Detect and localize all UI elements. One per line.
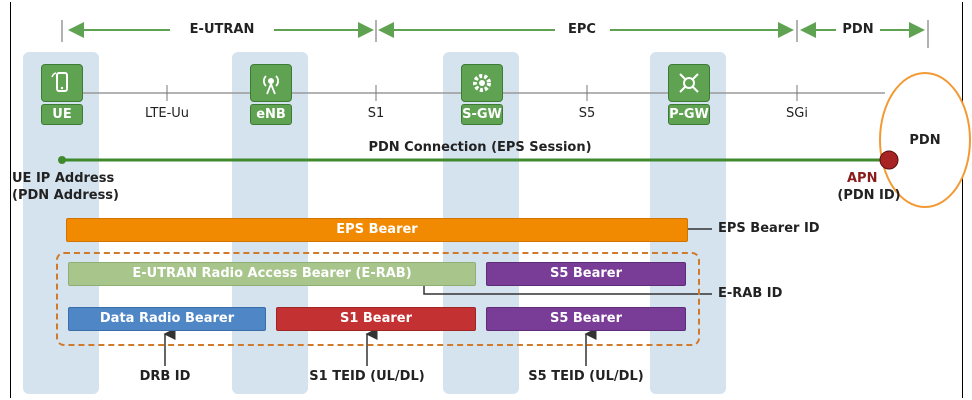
pdn-id-label: (PDN ID)	[837, 188, 901, 203]
erab-bearer: E-UTRAN Radio Access Bearer (E-RAB)	[68, 262, 476, 286]
interface-label-lte-uu: LTE-Uu	[144, 106, 190, 121]
section-label-eutran: E-UTRAN	[189, 22, 255, 37]
node-ue: UE	[41, 64, 83, 125]
section-label-pdn: PDN	[842, 22, 874, 37]
pdn-address-label: (PDN Address)	[12, 188, 119, 203]
ue-ip-address-label: UE IP Address	[12, 171, 115, 186]
node-ue-label: UE	[41, 104, 83, 125]
antenna-icon	[250, 64, 292, 102]
s5-bearer-bottom: S5 Bearer	[486, 307, 686, 331]
gear-icon	[461, 64, 503, 102]
left-border	[10, 2, 11, 398]
node-sgw: S-GW	[461, 64, 503, 125]
pdn-connection-label: PDN Connection (EPS Session)	[368, 140, 592, 155]
s5-teid-label: S5 TEID (UL/DL)	[528, 369, 644, 384]
drb-id-label: DRB ID	[139, 369, 191, 384]
node-sgw-label: S-GW	[461, 104, 503, 125]
node-pgw: P-GW	[668, 64, 710, 125]
s1-bearer: S1 Bearer	[276, 307, 476, 331]
mobile-phone-icon	[41, 64, 83, 102]
node-enb: eNB	[250, 64, 292, 125]
node-enb-label: eNB	[250, 104, 292, 125]
apn-label: APN	[847, 171, 878, 186]
pdn-cloud-label: PDN	[909, 132, 941, 148]
s5-bearer-top: S5 Bearer	[486, 262, 686, 286]
right-border	[962, 2, 963, 398]
data-radio-bearer: Data Radio Bearer	[68, 307, 266, 331]
interface-label-s1: S1	[367, 106, 385, 121]
eps-bearer-id-label: EPS Bearer ID	[718, 221, 820, 236]
gateway-icon	[668, 64, 710, 102]
section-label-epc: EPC	[568, 22, 596, 37]
s1-teid-label: S1 TEID (UL/DL)	[309, 369, 425, 384]
interface-label-sgi: SGi	[786, 106, 808, 121]
bearer-group-box	[56, 252, 700, 346]
erab-id-label: E-RAB ID	[718, 286, 783, 301]
interface-label-s5: S5	[578, 106, 596, 121]
eps-bearer: EPS Bearer	[66, 218, 688, 242]
node-pgw-label: P-GW	[668, 104, 710, 125]
pdn-cloud: PDN	[879, 72, 971, 208]
